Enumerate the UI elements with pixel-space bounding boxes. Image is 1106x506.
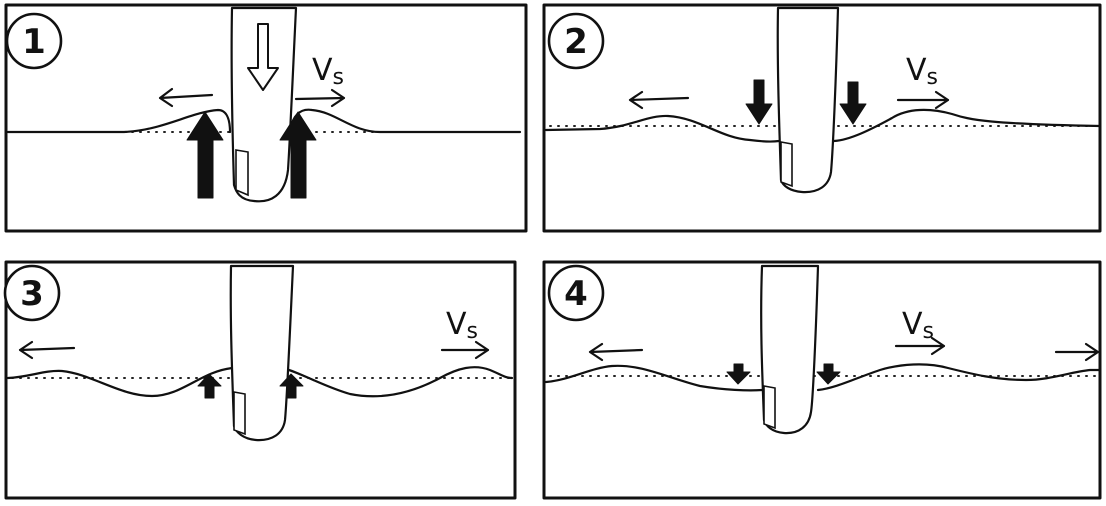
panel-number: 1	[22, 22, 46, 62]
panel-frame	[4, 260, 517, 500]
wave-direction-arrow-icon	[158, 87, 214, 108]
panel-1: 1 Vs	[4, 3, 528, 233]
wave-direction-arrow-icon	[894, 336, 946, 356]
force-arrow-icon	[745, 79, 773, 125]
fingernail	[763, 385, 776, 430]
panel-number-badge	[3, 264, 61, 322]
force-arrow-icon	[816, 363, 841, 385]
finger-icon	[776, 6, 840, 194]
force-arrow-icon	[186, 111, 224, 199]
wave-speed-label: Vs	[446, 307, 478, 344]
water-surface	[544, 108, 1102, 143]
wave-direction-arrow-icon	[1054, 342, 1100, 362]
wave-speed-label: Vs	[902, 307, 934, 344]
panel-4: 4 Vs	[542, 260, 1102, 500]
panel-3: 3 Vs	[3, 260, 517, 500]
wave-direction-arrow-icon	[440, 340, 490, 360]
force-arrow-icon	[279, 373, 304, 399]
force-arrow-icon	[279, 111, 317, 199]
wave-direction-arrow-icon	[896, 90, 950, 110]
panel-number: 3	[20, 274, 44, 314]
wave-direction-arrow-icon	[588, 342, 644, 362]
fingernail	[235, 149, 249, 197]
panel-number: 4	[564, 274, 588, 314]
water-surface	[544, 363, 1102, 392]
panel-2: 2 Vs	[542, 3, 1102, 233]
force-arrow-icon	[726, 363, 751, 385]
fingernail	[780, 141, 793, 188]
finger-motion-arrow-icon	[247, 23, 279, 91]
panel-frame	[542, 260, 1102, 500]
panel-number: 2	[564, 22, 588, 62]
panel-frame	[4, 3, 528, 233]
force-arrow-icon	[839, 81, 867, 125]
wave-direction-arrow-icon	[628, 90, 690, 110]
wave-direction-arrow-icon	[18, 340, 76, 360]
water-surface	[6, 366, 514, 398]
force-arrow-icon	[197, 373, 222, 399]
panel-number-badge	[547, 264, 605, 322]
fingernail	[233, 391, 246, 436]
finger-icon	[229, 264, 295, 442]
panel-frame	[542, 3, 1102, 233]
panel-number-badge	[547, 12, 605, 70]
wave-speed-label: Vs	[312, 53, 344, 90]
wave-speed-label: Vs	[906, 53, 938, 90]
wave-direction-arrow-icon	[294, 88, 346, 108]
panel-number-badge	[5, 12, 63, 70]
